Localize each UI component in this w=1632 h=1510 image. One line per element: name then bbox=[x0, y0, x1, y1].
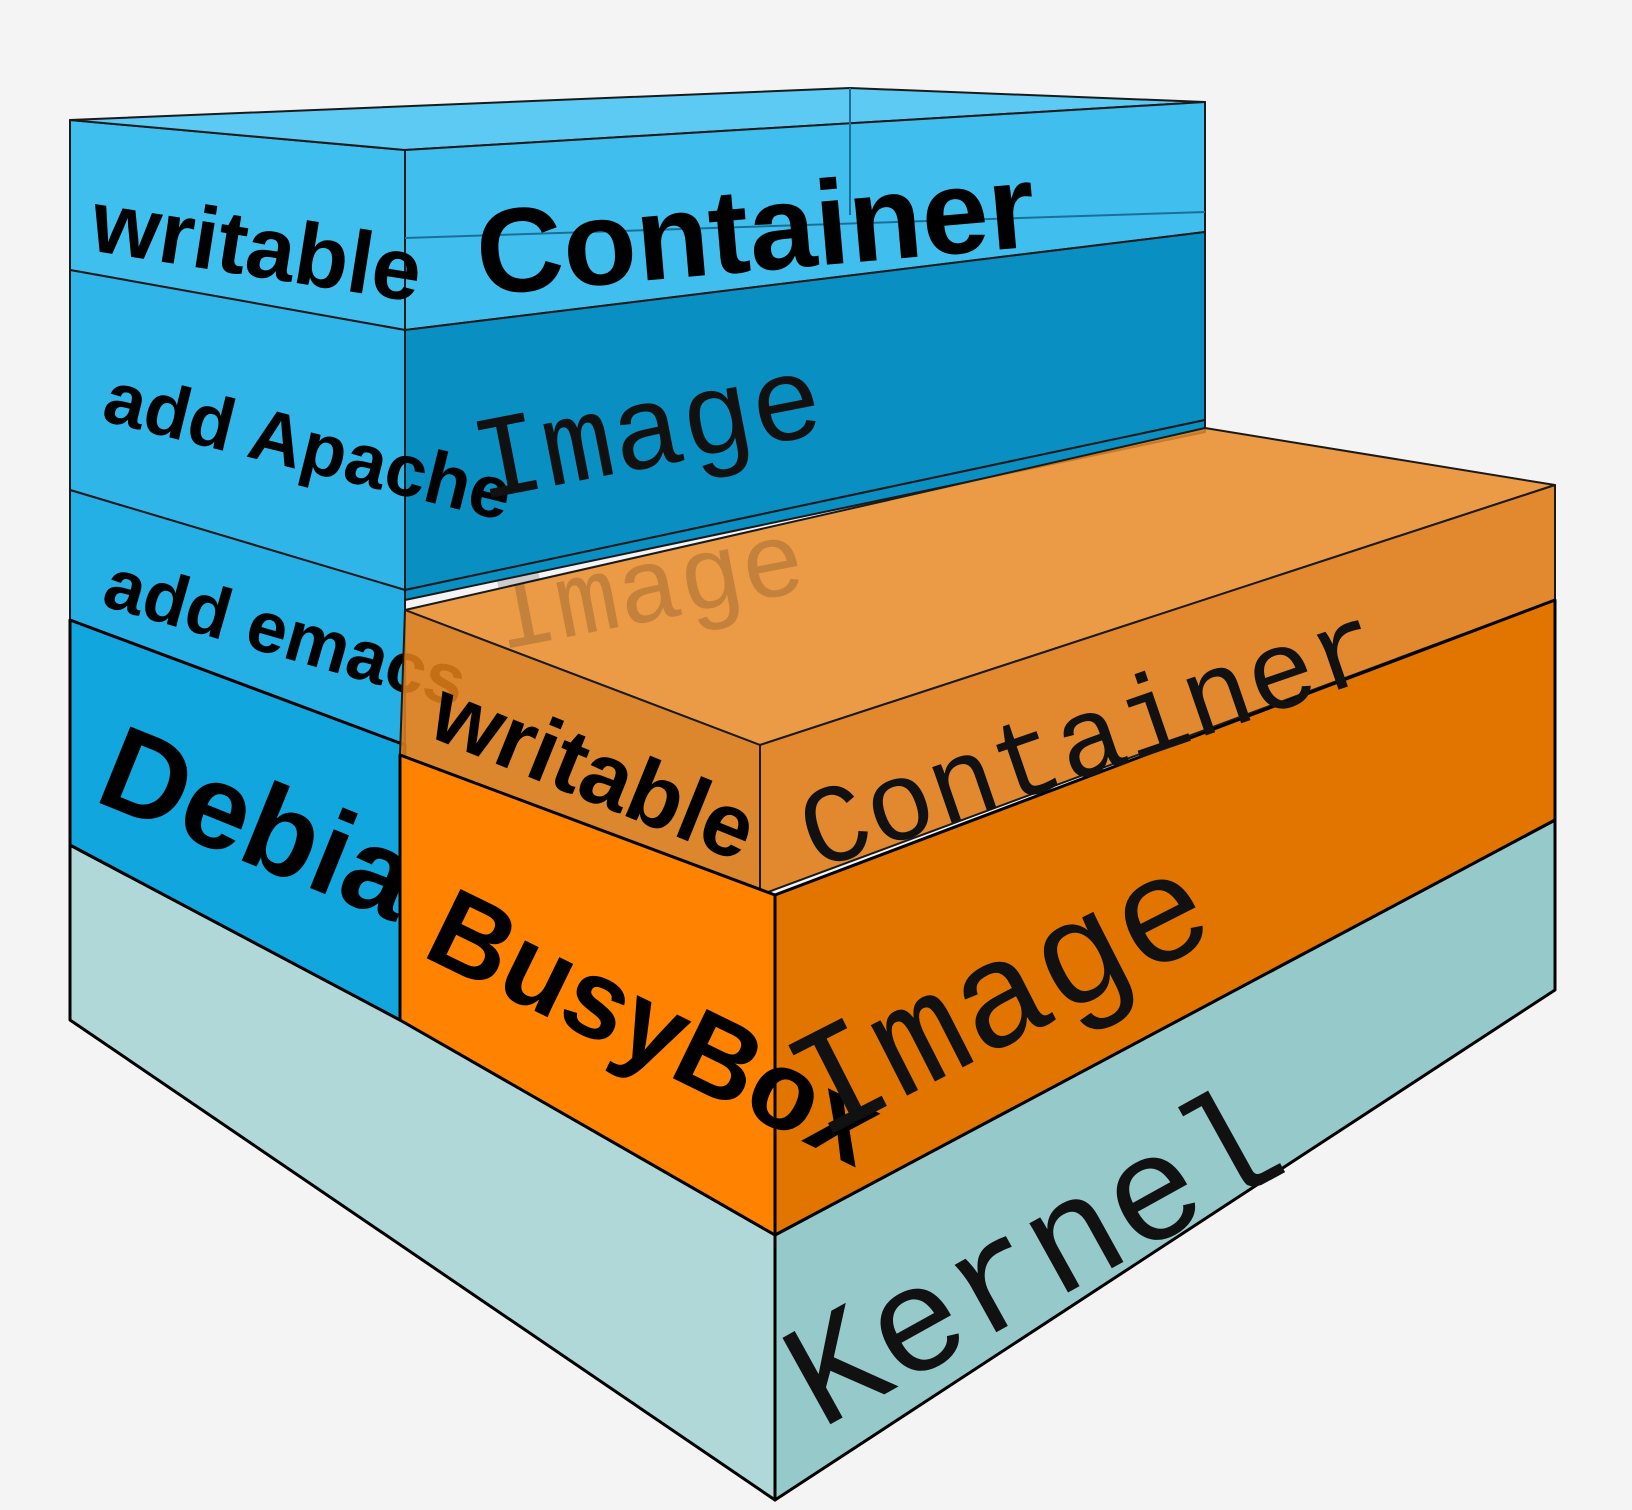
orange-image-front-face bbox=[773, 598, 1557, 1237]
orange-stack: Image writable Container BusyBox Image bbox=[398, 427, 1557, 1237]
kernel-layer: Kernel bbox=[68, 818, 1557, 1502]
blue-container-inner-edge bbox=[404, 211, 1206, 239]
